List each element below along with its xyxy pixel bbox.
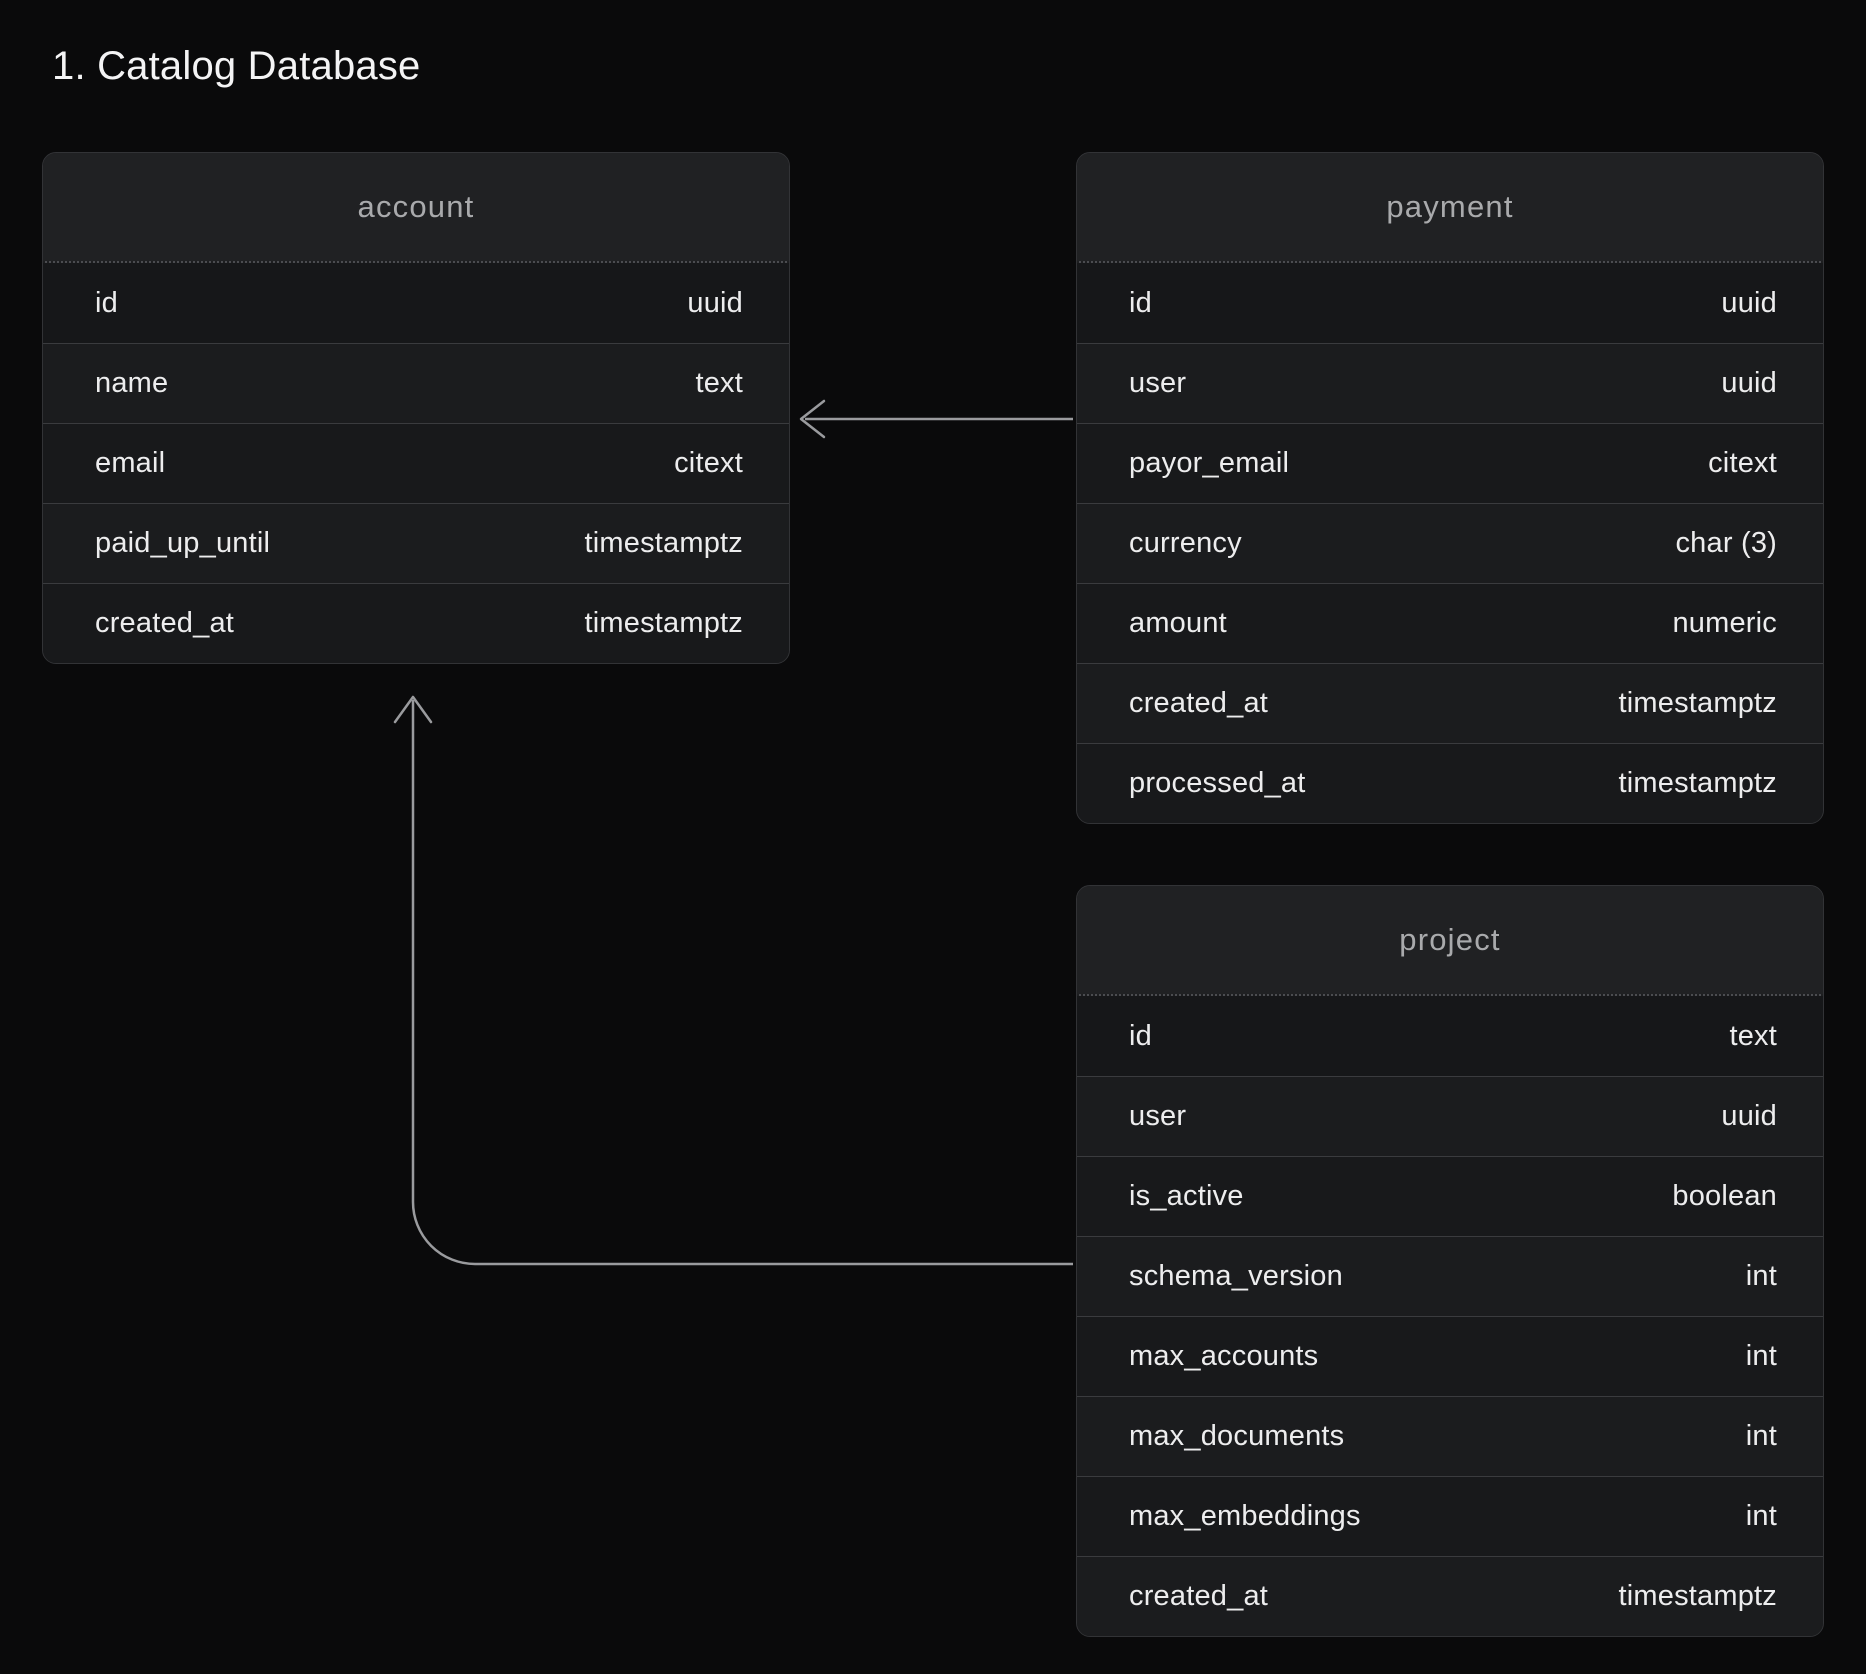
column-type: int <box>1745 1500 1777 1532</box>
er-column-row[interactable]: created_at timestamptz <box>1077 1556 1823 1636</box>
column-type: numeric <box>1672 607 1777 639</box>
er-table-account[interactable]: account id uuid name text email citext p… <box>42 152 790 664</box>
er-column-row[interactable]: email citext <box>43 423 789 503</box>
column-type: timestamptz <box>1618 767 1777 799</box>
column-type: int <box>1745 1340 1777 1372</box>
column-name: created_at <box>1129 1580 1269 1612</box>
column-name: user <box>1129 1100 1187 1132</box>
er-table-payment[interactable]: payment id uuid user uuid payor_email ci… <box>1076 152 1824 824</box>
er-column-row[interactable]: currency char (3) <box>1077 503 1823 583</box>
column-name: schema_version <box>1129 1260 1343 1292</box>
column-type: timestamptz <box>1618 1580 1777 1612</box>
er-table-title: payment <box>1077 153 1823 261</box>
column-name: paid_up_until <box>95 527 271 559</box>
er-column-row[interactable]: amount numeric <box>1077 583 1823 663</box>
er-column-row[interactable]: user uuid <box>1077 343 1823 423</box>
column-type: timestamptz <box>584 527 743 559</box>
page-title: 1. Catalog Database <box>52 44 421 88</box>
column-type: citext <box>1708 447 1777 479</box>
column-name: is_active <box>1129 1180 1244 1212</box>
er-column-row[interactable]: schema_version int <box>1077 1236 1823 1316</box>
er-column-row[interactable]: processed_at timestamptz <box>1077 743 1823 823</box>
relation-project-to-account <box>393 695 1073 1266</box>
column-name: created_at <box>95 607 235 639</box>
column-name: email <box>95 447 166 479</box>
er-table-title: account <box>43 153 789 261</box>
er-column-row[interactable]: is_active boolean <box>1077 1156 1823 1236</box>
relation-payment-to-account <box>799 399 1073 439</box>
er-column-row[interactable]: max_embeddings int <box>1077 1476 1823 1556</box>
column-name: id <box>95 286 118 319</box>
er-column-row[interactable]: created_at timestamptz <box>43 583 789 663</box>
er-column-list: id text user uuid is_active boolean sche… <box>1077 996 1823 1636</box>
column-type: uuid <box>1721 1100 1777 1132</box>
column-type: text <box>695 367 743 399</box>
column-name: processed_at <box>1129 767 1306 799</box>
er-column-row[interactable]: paid_up_until timestamptz <box>43 503 789 583</box>
column-type: text <box>1729 1019 1777 1052</box>
er-column-list: id uuid name text email citext paid_up_u… <box>43 263 789 663</box>
column-name: user <box>1129 367 1187 399</box>
column-type: int <box>1745 1260 1777 1292</box>
header-divider <box>45 261 787 263</box>
er-column-row[interactable]: name text <box>43 343 789 423</box>
column-type: int <box>1745 1420 1777 1452</box>
column-type: citext <box>674 447 743 479</box>
column-name: max_accounts <box>1129 1340 1319 1372</box>
column-type: uuid <box>1721 286 1777 319</box>
column-type: uuid <box>687 286 743 319</box>
column-name: created_at <box>1129 687 1269 719</box>
er-column-row[interactable]: created_at timestamptz <box>1077 663 1823 743</box>
column-type: char (3) <box>1675 527 1777 559</box>
column-name: max_documents <box>1129 1420 1345 1452</box>
er-column-row[interactable]: payor_email citext <box>1077 423 1823 503</box>
column-type: timestamptz <box>584 607 743 639</box>
er-column-row[interactable]: id text <box>1077 996 1823 1076</box>
header-divider <box>1079 261 1821 263</box>
er-column-row[interactable]: max_documents int <box>1077 1396 1823 1476</box>
er-column-list: id uuid user uuid payor_email citext cur… <box>1077 263 1823 823</box>
column-name: max_embeddings <box>1129 1500 1361 1532</box>
er-column-row[interactable]: id uuid <box>43 263 789 343</box>
er-column-row[interactable]: user uuid <box>1077 1076 1823 1156</box>
column-name: payor_email <box>1129 447 1290 479</box>
column-name: name <box>95 367 169 399</box>
er-table-project[interactable]: project id text user uuid is_active bool… <box>1076 885 1824 1637</box>
column-name: id <box>1129 1019 1152 1052</box>
column-type: timestamptz <box>1618 687 1777 719</box>
header-divider <box>1079 994 1821 996</box>
er-table-title: project <box>1077 886 1823 994</box>
column-name: id <box>1129 286 1152 319</box>
column-type: boolean <box>1672 1180 1777 1212</box>
column-type: uuid <box>1721 367 1777 399</box>
column-name: currency <box>1129 527 1242 559</box>
column-name: amount <box>1129 607 1227 639</box>
er-column-row[interactable]: max_accounts int <box>1077 1316 1823 1396</box>
er-column-row[interactable]: id uuid <box>1077 263 1823 343</box>
